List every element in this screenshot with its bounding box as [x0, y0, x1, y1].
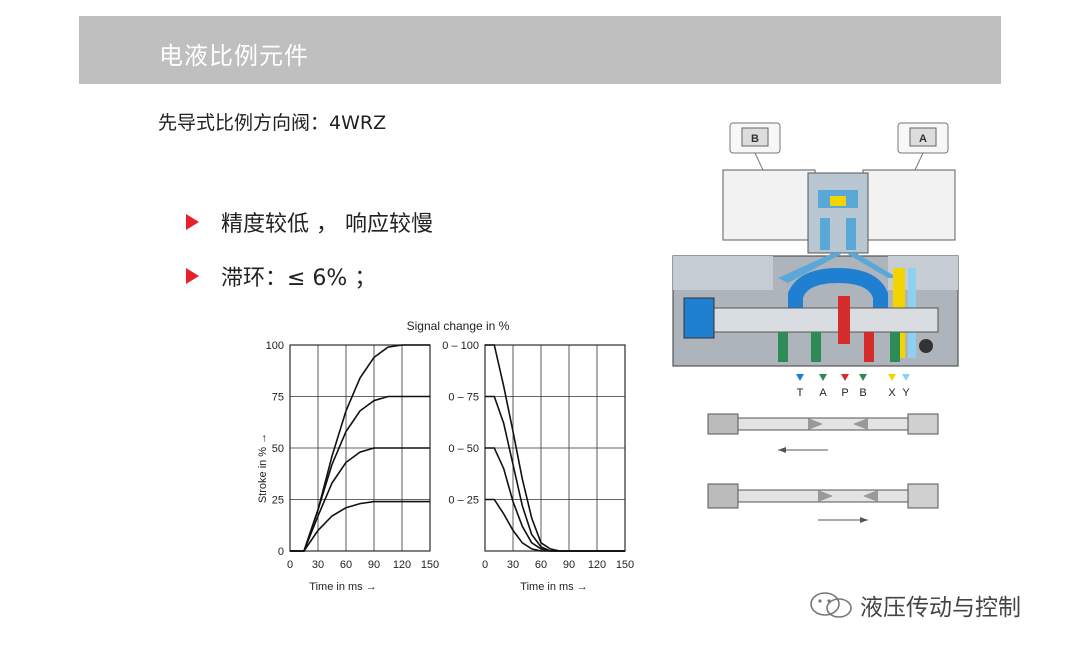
response-chart: Signal change in % Stroke in % → 0 30 60 90… — [257, 319, 634, 593]
port-label: Y — [902, 387, 910, 399]
signal-label: 0 – 25 — [448, 495, 479, 507]
port-label: X — [888, 387, 896, 399]
x-tick-label: 60 — [340, 559, 352, 571]
watermark: 液压传动与控制 — [808, 588, 1021, 622]
x-tick-label: 120 — [588, 559, 606, 571]
port-label: A — [819, 387, 827, 399]
y-axis-label: Stroke in % → — [257, 433, 269, 503]
solenoid-b-label: B — [751, 133, 759, 145]
wechat-icon — [810, 592, 852, 618]
solenoid-b-housing — [722, 169, 816, 241]
x-tick-label: 150 — [421, 559, 439, 571]
x-tick-label: 0 — [287, 559, 293, 571]
y-tick-label: 0 — [278, 546, 284, 558]
series-line — [485, 344, 625, 552]
port-label: P — [841, 387, 848, 399]
port-label: B — [859, 387, 866, 399]
signal-label: 0 – 75 — [448, 392, 479, 404]
slide-title: 电液比例元件 — [159, 42, 309, 70]
x-tick-label: 60 — [535, 559, 547, 571]
solenoid-a-housing — [862, 169, 956, 241]
bullet-triangle-icon — [186, 214, 199, 230]
slide-header — [79, 16, 1001, 84]
x-axis-label-left: Time in ms → — [309, 581, 376, 593]
x-axis-label-right: Time in ms → — [520, 581, 587, 593]
valve-subtitle: 先导式比例方向阀：4WRZ — [158, 112, 387, 134]
port-marker-icon — [796, 374, 804, 381]
port-marker-icon — [902, 374, 910, 381]
bullet-text: 滞环：≤ 6% ； — [221, 266, 377, 291]
bullet-triangle-icon — [186, 268, 199, 284]
y-tick-label: 50 — [272, 443, 284, 455]
x-tick-label: 120 — [393, 559, 411, 571]
x-tick-label: 0 — [482, 559, 488, 571]
spool-position-1 — [707, 413, 939, 453]
x-tick-label: 30 — [312, 559, 324, 571]
port-marker-icon — [841, 374, 849, 381]
port-marker-icon — [859, 374, 867, 381]
x-tick-label: 30 — [507, 559, 519, 571]
series-line — [290, 500, 430, 552]
port-marker-icon — [888, 374, 896, 381]
series-line — [485, 395, 625, 552]
chart-title: Signal change in % — [407, 319, 510, 333]
y-tick-label: 100 — [266, 340, 284, 352]
solenoid-a-label: A — [919, 133, 927, 145]
signal-label: 0 – 100 — [442, 340, 479, 352]
bullet-accuracy: 精度较低 ， 响应较慢 — [186, 206, 433, 238]
series-line — [290, 395, 430, 552]
x-tick-label: 90 — [563, 559, 575, 571]
port-label: T — [797, 387, 804, 399]
x-tick-label: 150 — [616, 559, 634, 571]
y-tick-label: 75 — [272, 392, 284, 404]
spool-position-2 — [707, 483, 939, 523]
signal-label: 0 – 50 — [448, 443, 479, 455]
port-marker-icon — [819, 374, 827, 381]
bullet-hysteresis: 滞环：≤ 6% ； — [186, 260, 376, 292]
series-line — [485, 498, 625, 552]
series-line — [290, 447, 430, 552]
y-tick-label: 25 — [272, 495, 284, 507]
watermark-text: 液压传动与控制 — [860, 595, 1021, 621]
bullet-text: 精度较低 ， 响应较慢 — [221, 212, 433, 237]
x-tick-label: 90 — [368, 559, 380, 571]
